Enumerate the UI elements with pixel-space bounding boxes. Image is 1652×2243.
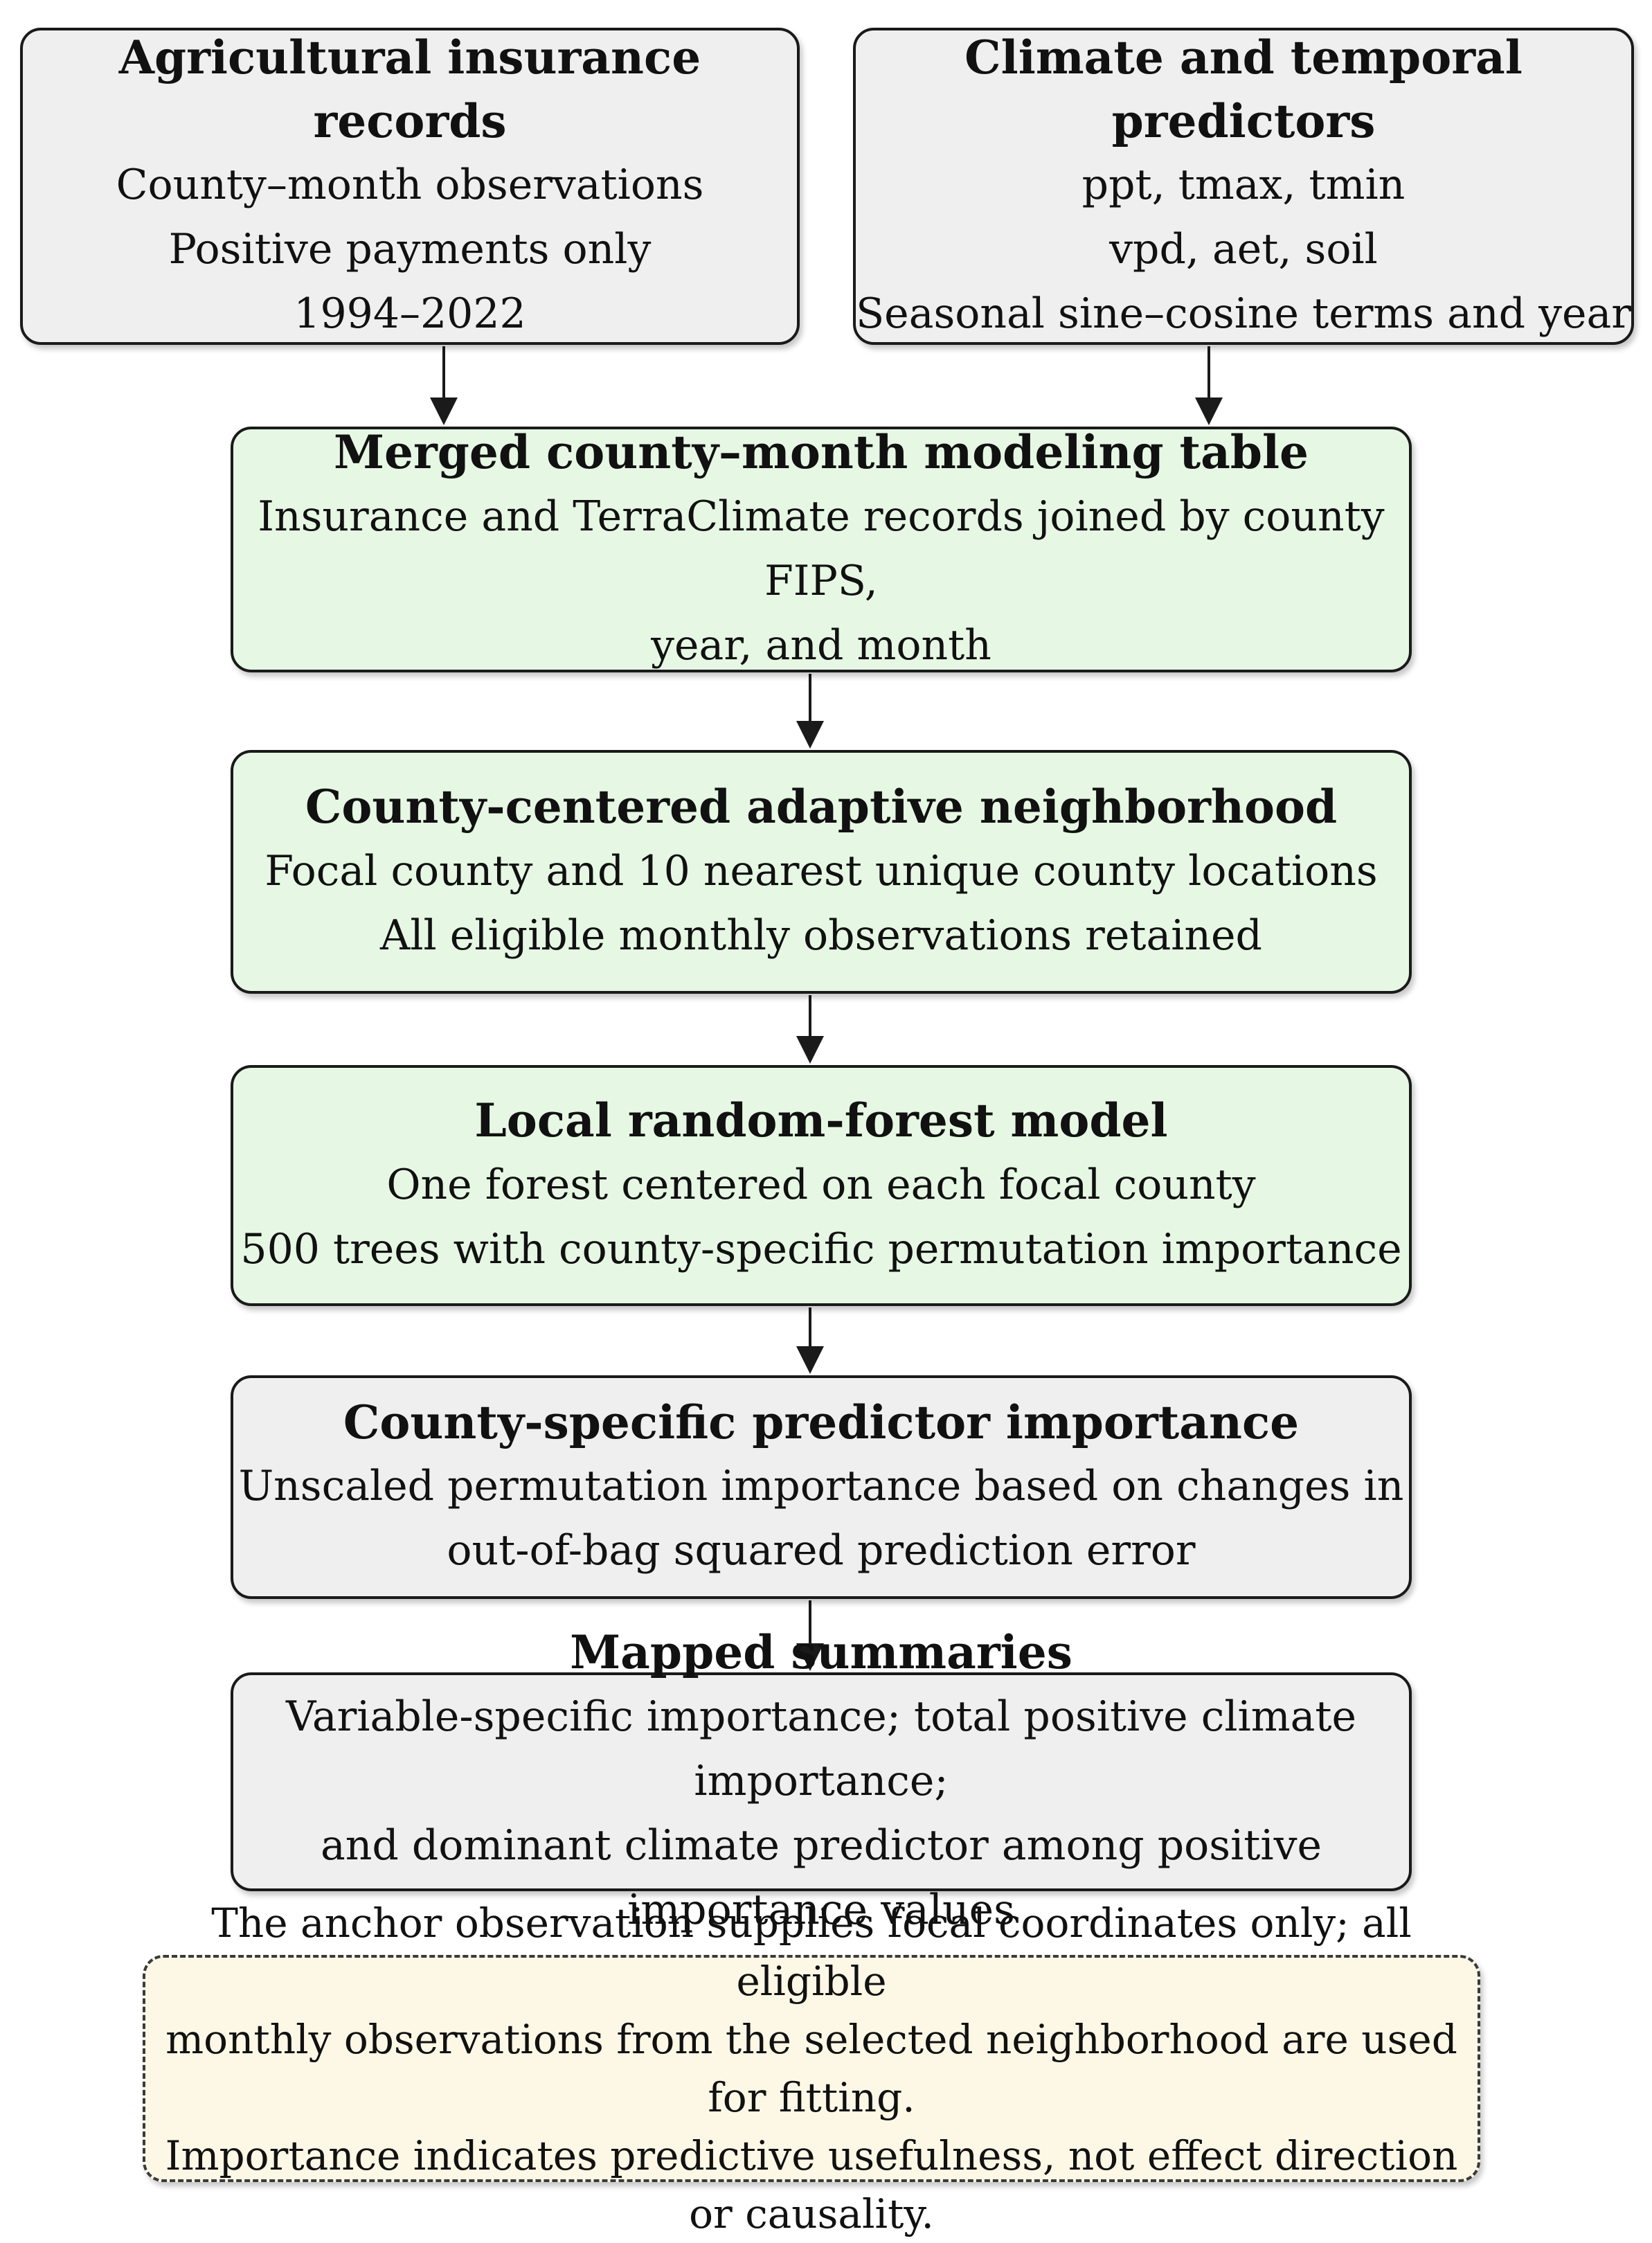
climate-predictors-box: Climate and temporal predictors ppt, tma… bbox=[853, 28, 1634, 345]
insurance-records-title: Agricultural insurance records bbox=[118, 30, 701, 148]
merged-table-line-2: year, and month bbox=[651, 620, 991, 670]
caveat-note-line-3: Importance indicates predictive usefulne… bbox=[165, 2132, 1458, 2238]
random-forest-title: Local random-forest model bbox=[474, 1093, 1168, 1148]
climate-predictors-line-3: Seasonal sine–cosine terms and year bbox=[856, 289, 1631, 338]
mapped-summaries-line-2: and dominant climate predictor among pos… bbox=[320, 1821, 1322, 1934]
neighborhood-line-1: Focal county and 10 nearest unique count… bbox=[264, 846, 1378, 895]
caveat-note-line-1: The anchor observation supplies focal co… bbox=[211, 1899, 1412, 2005]
neighborhood-title: County-centered adaptive neighborhood bbox=[305, 780, 1338, 834]
caveat-note-line-2: monthly observations from the selected n… bbox=[165, 2015, 1457, 2121]
random-forest-line-1: One forest centered on each focal county bbox=[386, 1160, 1256, 1209]
random-forest-box: Local random-forest model One forest cen… bbox=[231, 1065, 1412, 1306]
merged-table-title: Merged county–month modeling table bbox=[333, 425, 1309, 480]
insurance-records-line-2: Positive payments only bbox=[168, 224, 652, 274]
predictor-importance-box: County-specific predictor importance Uns… bbox=[231, 1375, 1412, 1599]
mapped-summaries-line-1: Variable-specific importance; total posi… bbox=[286, 1692, 1356, 1805]
caveat-note-box: The anchor observation supplies focal co… bbox=[143, 1900, 1480, 2237]
mapped-summaries-box: Mapped summaries Variable-specific impor… bbox=[231, 1625, 1412, 1934]
predictor-importance-line-2: out-of-bag squared prediction error bbox=[447, 1526, 1196, 1575]
climate-predictors-line-2: vpd, aet, soil bbox=[1109, 224, 1378, 274]
insurance-records-box: Agricultural insurance records County–mo… bbox=[20, 28, 800, 345]
merged-table-box: Merged county–month modeling table Insur… bbox=[231, 425, 1412, 672]
climate-predictors-title: Climate and temporal predictors bbox=[964, 30, 1523, 148]
random-forest-line-2: 500 trees with county-specific permutati… bbox=[240, 1224, 1402, 1274]
insurance-records-line-3: 1994–2022 bbox=[294, 289, 526, 338]
insurance-records-line-1: County–month observations bbox=[116, 160, 704, 209]
predictor-importance-line-1: Unscaled permutation importance based on… bbox=[238, 1462, 1404, 1511]
neighborhood-line-2: All eligible monthly observations retain… bbox=[380, 911, 1262, 960]
neighborhood-box: County-centered adaptive neighborhood Fo… bbox=[231, 750, 1412, 994]
predictor-importance-title: County-specific predictor importance bbox=[343, 1395, 1300, 1449]
climate-predictors-line-1: ppt, tmax, tmin bbox=[1081, 160, 1406, 209]
merged-table-line-1: Insurance and TerraClimate records joine… bbox=[258, 492, 1385, 605]
mapped-summaries-title: Mapped summaries bbox=[570, 1625, 1072, 1680]
